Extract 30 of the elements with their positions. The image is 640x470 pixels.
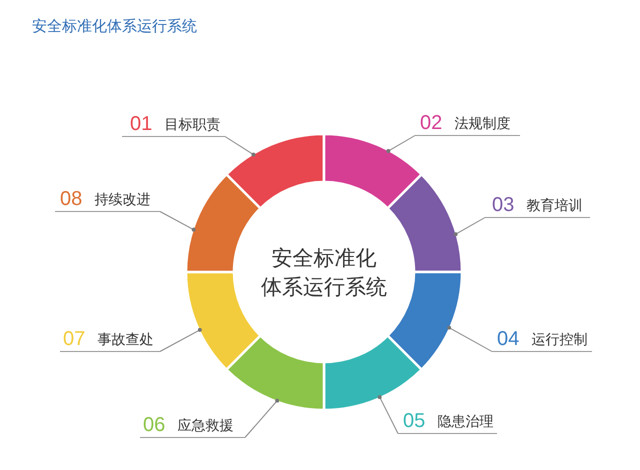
leader-line — [224, 136, 256, 157]
leader-line — [244, 398, 280, 438]
item-number: 04 — [497, 328, 520, 350]
item-number: 07 — [63, 328, 86, 350]
item-label: 事故查处 — [97, 330, 154, 348]
ring-segment — [322, 334, 423, 412]
item-label: 目标职责 — [164, 114, 220, 132]
item-label: 运行控制 — [531, 330, 588, 348]
leader-line — [160, 211, 196, 232]
item-label: 应急救援 — [177, 416, 234, 434]
leader-line — [160, 328, 202, 352]
item-number: 05 — [403, 410, 426, 432]
item-label: 持续改进 — [94, 190, 150, 208]
ring-segment — [184, 173, 262, 274]
item-number: 06 — [143, 414, 166, 436]
item-number: 01 — [130, 112, 152, 134]
leader-line — [447, 326, 492, 352]
leader-line — [386, 135, 416, 154]
leader-line — [378, 395, 398, 434]
title: 安全标准化体系运行系统 — [32, 17, 197, 36]
item-number: 02 — [420, 112, 442, 134]
item-label: 教育培训 — [526, 196, 582, 214]
center-text: 安全标准化体系运行系统 — [260, 246, 388, 301]
ring-segment — [184, 270, 262, 371]
item-label: 法规制度 — [454, 114, 510, 132]
ring-segment — [386, 173, 464, 274]
item-number: 08 — [60, 188, 82, 210]
item-number: 03 — [492, 194, 514, 216]
leader-line — [454, 217, 486, 236]
item-label: 隐患治理 — [437, 412, 494, 430]
